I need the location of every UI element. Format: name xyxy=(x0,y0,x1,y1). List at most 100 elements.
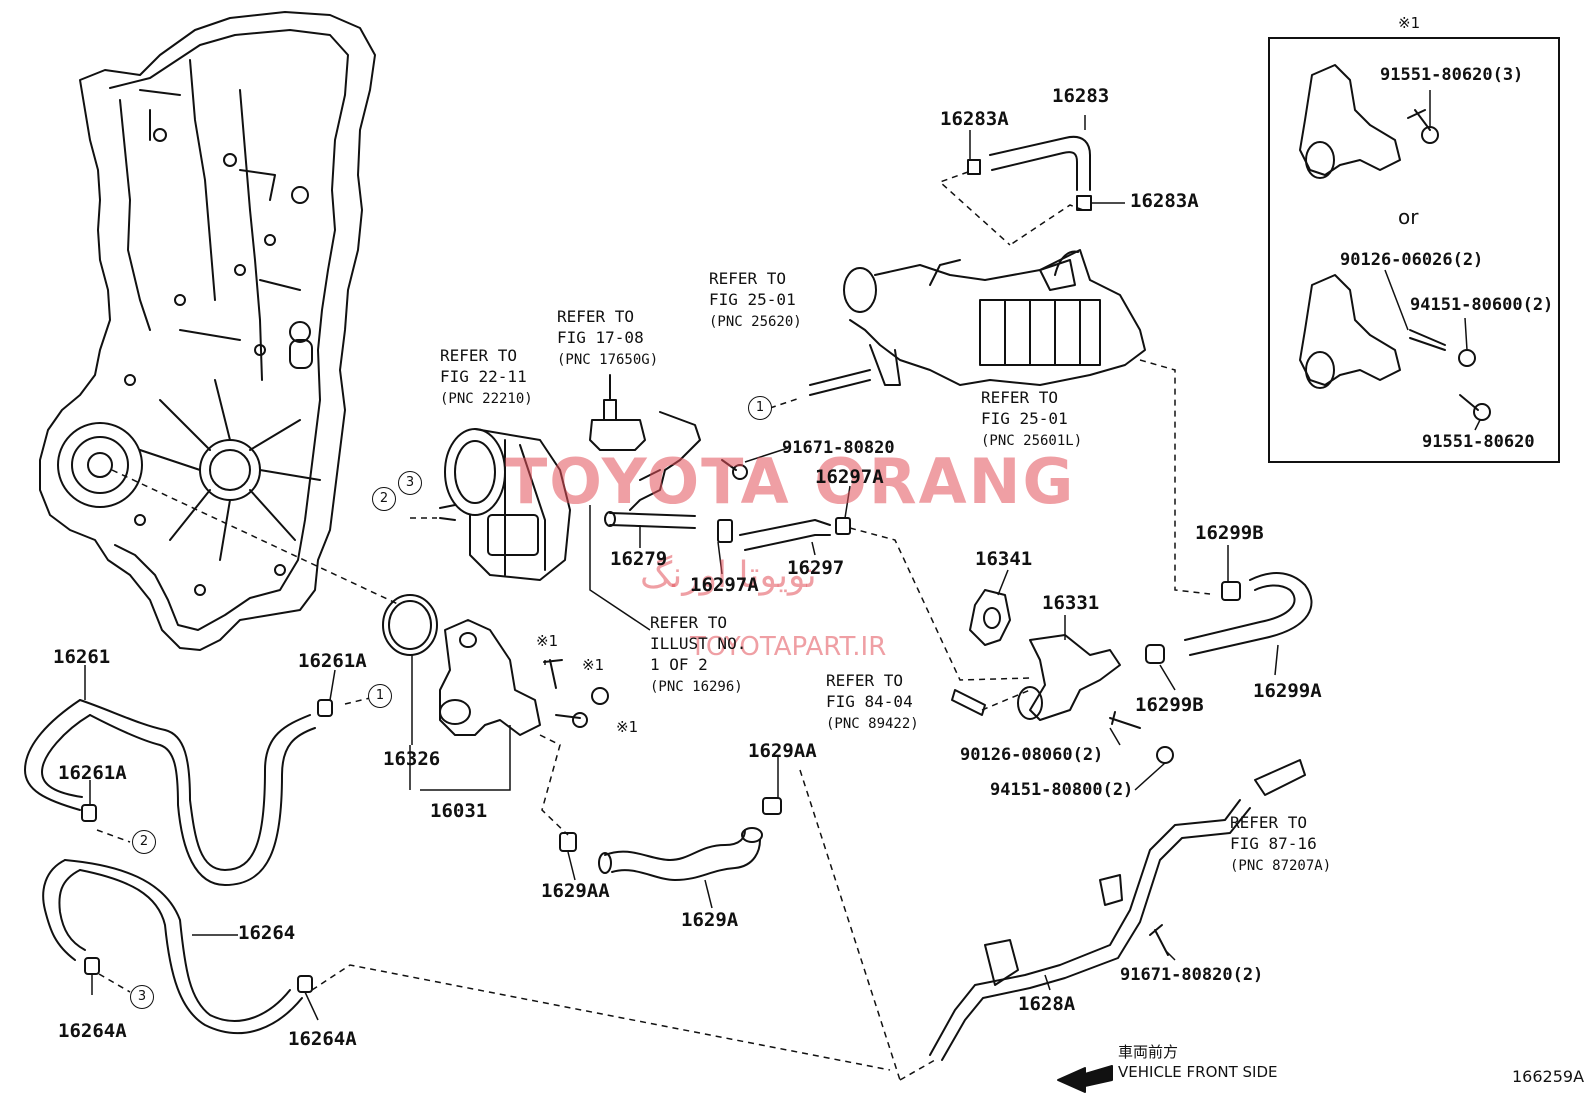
throttle-body-illustration xyxy=(439,428,571,581)
inset-note-mark: ※1 xyxy=(1398,14,1421,32)
bolt-90126-08060-illustration xyxy=(1109,711,1174,764)
refer-note-illust[interactable]: REFER TO ILLUST NO. 1 OF 2 (PNC 16296) xyxy=(650,612,746,698)
part-91671-80820-2[interactable]: 91671-80820(2) xyxy=(1120,965,1264,985)
refer-note-fig-22-11[interactable]: REFER TO FIG 22-11 (PNC 22210) xyxy=(440,345,533,410)
part-16264A-left[interactable]: 16264A xyxy=(58,1020,127,1042)
part-91671-80820[interactable]: 91671-80820 xyxy=(782,438,895,458)
part-1628A[interactable]: 1628A xyxy=(1018,993,1076,1015)
refer-note-line: FIG 22-11 xyxy=(440,367,527,386)
refer-note-pnc: (PNC 87207A) xyxy=(1230,858,1332,874)
refer-note-line: REFER TO xyxy=(1230,813,1308,832)
refer-note-pnc: (PNC 22210) xyxy=(440,391,533,407)
part-16261[interactable]: 16261 xyxy=(53,646,111,668)
part-94151-80600-2[interactable]: 94151-80600(2) xyxy=(1410,295,1554,315)
refer-note-line: REFER TO xyxy=(826,671,904,690)
circle-ref-1-hose[interactable]: 1 xyxy=(368,684,392,708)
part-16264[interactable]: 16264 xyxy=(238,922,296,944)
star-note-mark: ※1 xyxy=(616,718,639,736)
bolt-91671-80820-illustration xyxy=(721,459,748,480)
refer-note-fig-87-16[interactable]: REFER TO FIG 87-16 (PNC 87207A) xyxy=(1230,812,1331,877)
part-16299B-bottom[interactable]: 16299B xyxy=(1135,694,1204,716)
part-16283A-top[interactable]: 16283A xyxy=(940,108,1009,130)
refer-note-line: FIG 17-08 xyxy=(557,328,644,347)
part-16261A-bottom[interactable]: 16261A xyxy=(58,762,127,784)
part-1629A[interactable]: 1629A xyxy=(681,909,739,931)
circle-ref-1-egr[interactable]: 1 xyxy=(748,396,772,420)
refer-note-line: 1 OF 2 xyxy=(650,655,708,674)
part-16299B-top[interactable]: 16299B xyxy=(1195,522,1264,544)
part-16297[interactable]: 16297 xyxy=(787,557,845,579)
refer-note-line: REFER TO xyxy=(650,613,728,632)
refer-note-line: REFER TO xyxy=(440,346,518,365)
hose-16264-illustration xyxy=(42,859,313,1035)
star-note-mark: ※1 xyxy=(536,632,559,650)
watermark-persian: تویوتا اورنگ xyxy=(640,555,817,596)
vehicle-front-side-label: 車両前方 VEHICLE FRONT SIDE xyxy=(1118,1042,1278,1082)
refer-note-line: REFER TO xyxy=(981,388,1059,407)
part-16279[interactable]: 16279 xyxy=(610,548,668,570)
refer-note-fig-17-08[interactable]: REFER TO FIG 17-08 (PNC 17650G) xyxy=(557,306,658,371)
stud-nut-illustrations xyxy=(543,659,609,728)
watermark-brand: TOYOTA ORANG xyxy=(505,445,1076,518)
inset-alternate-parts-box xyxy=(1268,37,1560,463)
refer-note-pnc: (PNC 25601L) xyxy=(981,433,1083,449)
part-16283[interactable]: 16283 xyxy=(1052,85,1110,107)
part-90126-08060[interactable]: 90126-08060(2) xyxy=(960,745,1104,765)
refer-note-fig-25-01-b[interactable]: REFER TO FIG 25-01 (PNC 25601L) xyxy=(981,387,1082,452)
hose-16283-illustration xyxy=(967,135,1092,211)
refer-note-pnc: (PNC 17650G) xyxy=(557,352,659,368)
hose-16261-illustration xyxy=(24,699,333,886)
refer-note-line: REFER TO xyxy=(557,307,635,326)
refer-note-fig-84-04[interactable]: REFER TO FIG 84-04 (PNC 89422) xyxy=(826,670,919,735)
circle-ref-3-hose[interactable]: 3 xyxy=(130,985,154,1009)
vehicle-front-arrow xyxy=(1057,1065,1113,1093)
refer-note-line: FIG 25-01 xyxy=(709,290,796,309)
egr-assembly-illustration xyxy=(809,249,1146,396)
hose-16297-illustration xyxy=(717,517,851,551)
gasket-16326-illustration xyxy=(382,594,438,656)
refer-note-pnc: (PNC 25620) xyxy=(709,314,802,330)
timing-cover-illustration xyxy=(39,11,376,651)
water-inlet-16031-illustration xyxy=(439,619,541,736)
part-16031[interactable]: 16031 xyxy=(430,800,488,822)
sensor-89422-illustration xyxy=(951,689,986,716)
pipe-1628A-illustration xyxy=(929,759,1306,1061)
hose-16299A-illustration xyxy=(1184,572,1313,656)
refer-note-pnc: (PNC 16296) xyxy=(650,679,743,695)
circle-ref-3-throttle[interactable]: 3 xyxy=(398,471,422,495)
bypass-pipe-16279-illustration xyxy=(604,411,701,529)
refer-note-line: FIG 87-16 xyxy=(1230,834,1317,853)
dashed-leaders xyxy=(96,171,1211,1081)
part-16264A-right[interactable]: 16264A xyxy=(288,1028,357,1050)
part-16297A-top[interactable]: 16297A xyxy=(815,466,884,488)
part-16261A-top[interactable]: 16261A xyxy=(298,650,367,672)
part-1629AA-top[interactable]: 1629AA xyxy=(748,740,817,762)
refer-note-line: FIG 25-01 xyxy=(981,409,1068,428)
refer-note-line: ILLUST NO. xyxy=(650,634,747,653)
part-16331[interactable]: 16331 xyxy=(1042,592,1100,614)
part-91551-80620[interactable]: 91551-80620 xyxy=(1422,432,1535,452)
part-16326[interactable]: 16326 xyxy=(383,748,441,770)
part-1629AA-bottom[interactable]: 1629AA xyxy=(541,880,610,902)
part-16297A-bottom[interactable]: 16297A xyxy=(690,574,759,596)
refer-note-fig-25-01-a[interactable]: REFER TO FIG 25-01 (PNC 25620) xyxy=(709,268,802,333)
part-91551-80620-3[interactable]: 91551-80620(3) xyxy=(1380,65,1524,85)
refer-note-line: REFER TO xyxy=(709,269,787,288)
part-94151-80800[interactable]: 94151-80800(2) xyxy=(990,780,1134,800)
figure-id: 166259A xyxy=(1512,1067,1585,1086)
water-outlet-16331-illustration xyxy=(969,589,1165,721)
part-16299A[interactable]: 16299A xyxy=(1253,680,1322,702)
circle-ref-2-throttle[interactable]: 2 xyxy=(372,487,396,511)
vehicle-front-english: VEHICLE FRONT SIDE xyxy=(1118,1063,1278,1081)
part-16341[interactable]: 16341 xyxy=(975,548,1033,570)
part-16283A-right[interactable]: 16283A xyxy=(1130,190,1199,212)
refer-note-line: FIG 84-04 xyxy=(826,692,913,711)
refer-note-pnc: (PNC 89422) xyxy=(826,716,919,732)
circle-ref-2-hose[interactable]: 2 xyxy=(132,830,156,854)
hose-1629A-illustration xyxy=(559,797,782,881)
inset-water-inlet-illustrations xyxy=(1299,64,1491,421)
part-90126-06026-2[interactable]: 90126-06026(2) xyxy=(1340,250,1484,270)
watermark-site: TOYOTAPART.IR xyxy=(690,632,887,662)
solid-leaders xyxy=(84,90,1481,1021)
